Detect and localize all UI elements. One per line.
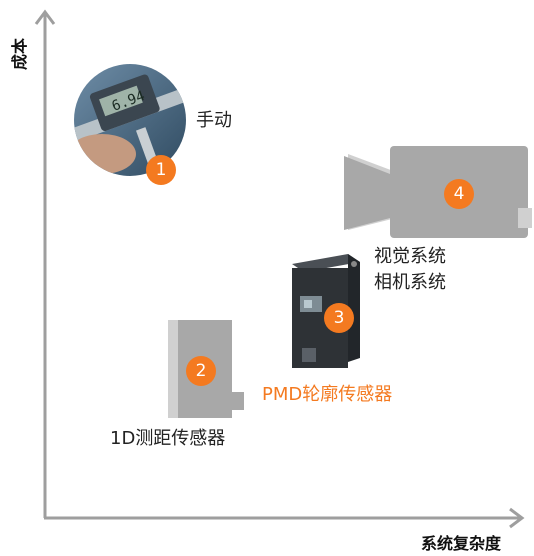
y-axis-label: 成本	[10, 37, 29, 70]
x-axis-label: 系统复杂度	[421, 534, 502, 553]
badge-2: 2	[186, 356, 216, 386]
camera-block	[342, 146, 532, 238]
badge-4: 4	[444, 179, 474, 209]
badge-1: 1	[146, 155, 176, 185]
label-manual: 手动	[196, 110, 232, 131]
label-pmd-sensor: PMD轮廓传感器	[262, 384, 393, 405]
label-1d-sensor: 1D测距传感器	[110, 428, 226, 449]
badge-3: 3	[324, 303, 354, 333]
label-vision-system: 视觉系统	[374, 246, 446, 267]
y-axis-arrow	[34, 9, 56, 25]
caliper-photo: 6.94	[72, 62, 188, 178]
x-axis-arrow	[509, 507, 525, 529]
label-camera-system: 相机系统	[374, 272, 446, 293]
